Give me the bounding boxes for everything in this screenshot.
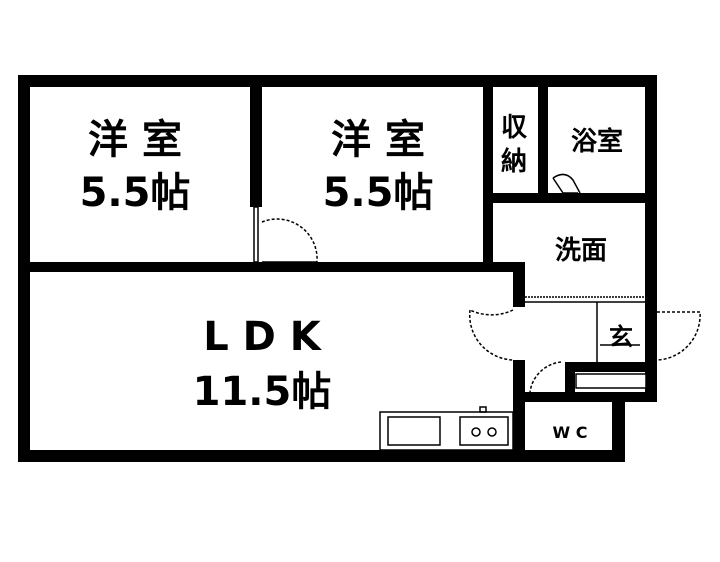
ldk-size: 11.5帖 bbox=[193, 369, 332, 415]
fixtures bbox=[23, 92, 701, 451]
storage-label-1: 収 bbox=[501, 113, 528, 143]
western1-size: 5.5帖 bbox=[80, 170, 191, 216]
entrance-label: 玄 bbox=[609, 323, 633, 351]
washroom-label: 洗面 bbox=[555, 236, 607, 266]
bath-label: 浴室 bbox=[571, 126, 623, 157]
western2-size: 5.5帖 bbox=[323, 170, 434, 216]
storage-label-2: 納 bbox=[501, 146, 527, 177]
ldk-label: L D K bbox=[203, 314, 323, 360]
western1-name: 洋 室 bbox=[88, 117, 182, 163]
wc-label: W C bbox=[553, 423, 588, 442]
walls bbox=[18, 75, 657, 462]
western2-name: 洋 室 bbox=[331, 117, 425, 163]
room-labels: 洋 室 5.5帖 洋 室 5.5帖 収 納 浴室 洗面 L D K 11.5帖 … bbox=[80, 113, 633, 442]
